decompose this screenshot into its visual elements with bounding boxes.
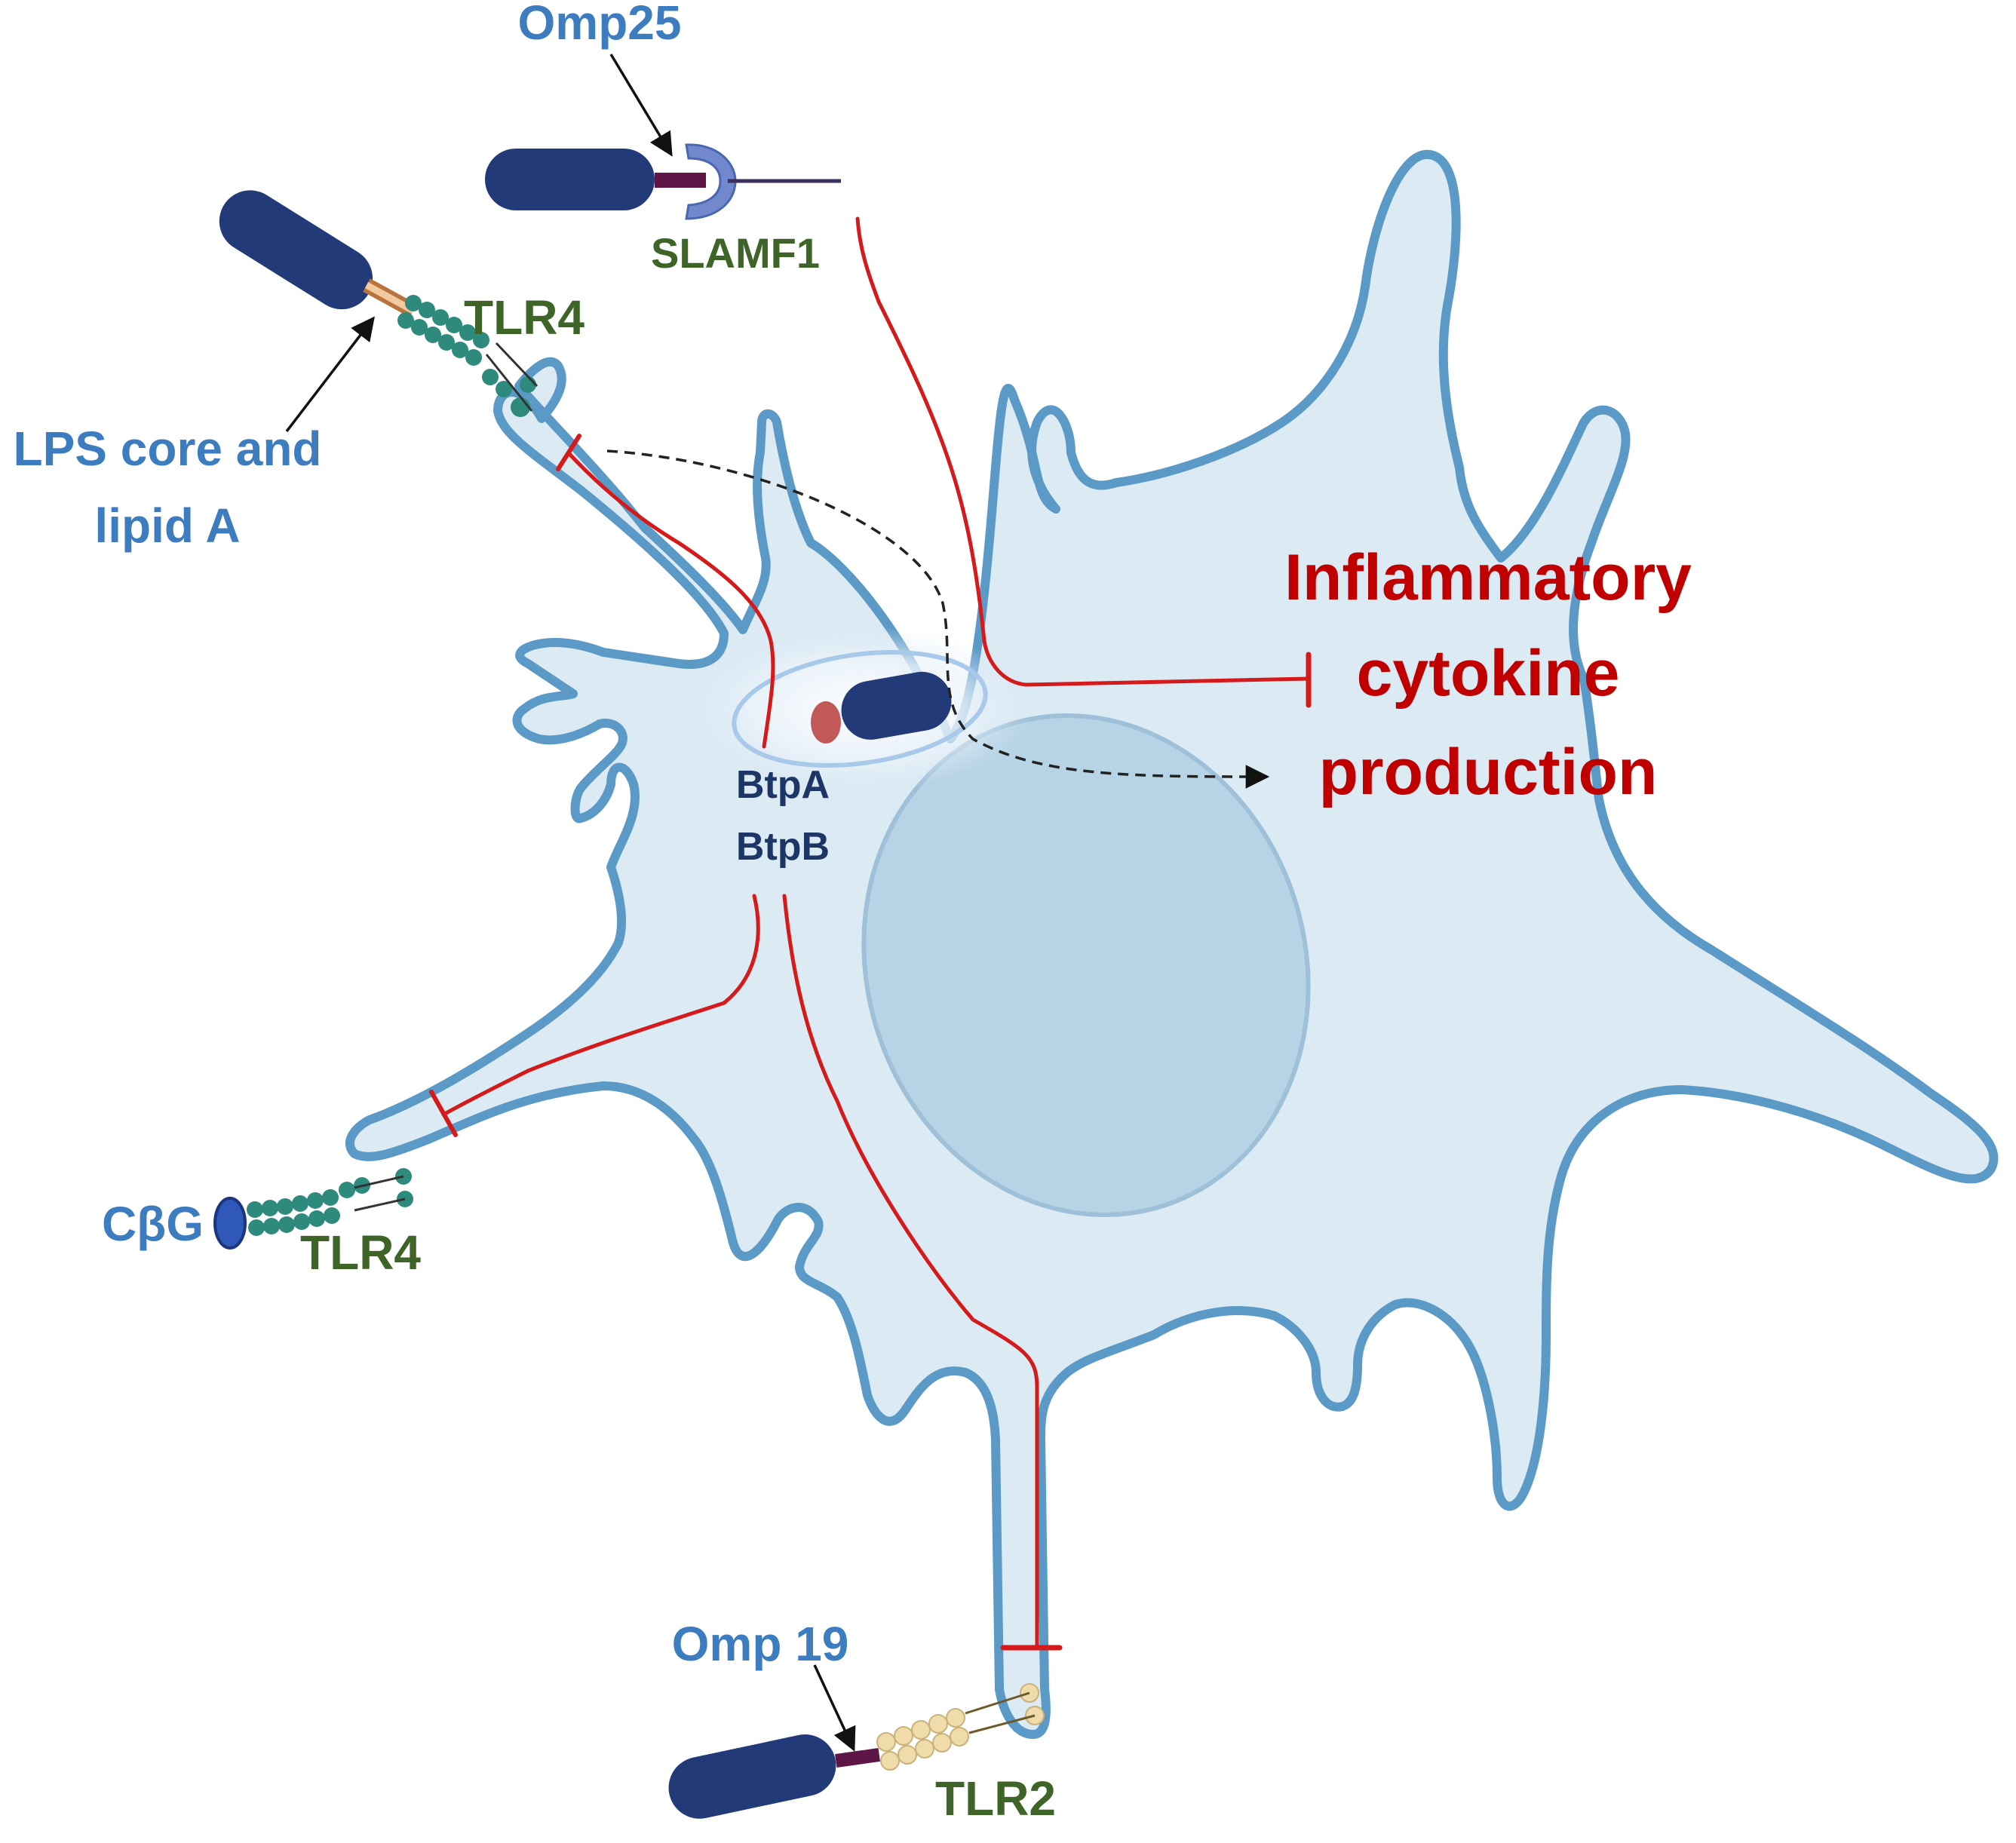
label-omp19: Omp 19 xyxy=(672,1617,849,1671)
tlr2-receptor-icon xyxy=(876,1683,1045,1771)
omp19-protein xyxy=(835,1748,880,1768)
label-cytokine: cytokine xyxy=(1357,637,1620,710)
label-slamf1: SLAMF1 xyxy=(651,229,820,277)
btp-effector-icon xyxy=(811,701,841,744)
lps-pointer-arrow xyxy=(285,316,375,433)
label-tlr4-top: TLR4 xyxy=(464,290,585,345)
label-cbg: CβG xyxy=(102,1197,204,1251)
dashed-activation-arrow xyxy=(606,449,1270,789)
tlr4-bottom-inhibition-bar xyxy=(429,1090,458,1137)
slamf1-receptor-icon xyxy=(685,143,737,220)
tlr4-top-stalk-2 xyxy=(495,342,539,388)
omp25-protein xyxy=(655,173,706,188)
omp19-pointer-arrow xyxy=(813,1664,856,1752)
tlr4-bottom-stalk-2 xyxy=(354,1197,406,1212)
intracellular-brucella xyxy=(841,671,952,740)
omp25-pointer-arrow xyxy=(609,54,673,157)
label-lps-line2: lipid A xyxy=(94,498,240,553)
label-btpb: BtpB xyxy=(736,825,830,869)
label-lps-line1: LPS core and xyxy=(14,422,322,476)
cbg-molecule xyxy=(213,1197,247,1250)
label-production: production xyxy=(1318,736,1657,808)
tlr2-stalk xyxy=(965,1691,1030,1715)
btp-to-tlr2-line xyxy=(782,894,1039,1650)
label-btpa: BtpA xyxy=(736,763,830,807)
bacterium-omp19 xyxy=(668,1734,836,1819)
label-omp25: Omp25 xyxy=(518,0,682,50)
tlr4-top-receptor-icon xyxy=(397,295,536,417)
btp-to-tlr4-bottom-line xyxy=(441,894,760,1117)
tlr4-top-inhibition-bar xyxy=(556,434,581,471)
label-tlr4-bottom: TLR4 xyxy=(300,1225,421,1280)
vacuole-membrane xyxy=(732,649,988,768)
slamf1-signal-line xyxy=(855,216,1311,687)
label-tlr2: TLR2 xyxy=(935,1771,1056,1826)
lps-linker-core xyxy=(364,282,416,314)
tlr2-stalk-2 xyxy=(968,1714,1036,1734)
bacterium-omp25 xyxy=(485,149,655,210)
tlr4-bottom-stalk xyxy=(354,1175,404,1189)
tlr4-top-stalk xyxy=(485,354,533,412)
tlr4-bottom-receptor-icon xyxy=(247,1168,413,1236)
bacterium-lps xyxy=(219,190,373,310)
btp-to-tlr4-top-line xyxy=(567,452,775,749)
label-inflammatory: Inflammatory xyxy=(1284,541,1692,614)
